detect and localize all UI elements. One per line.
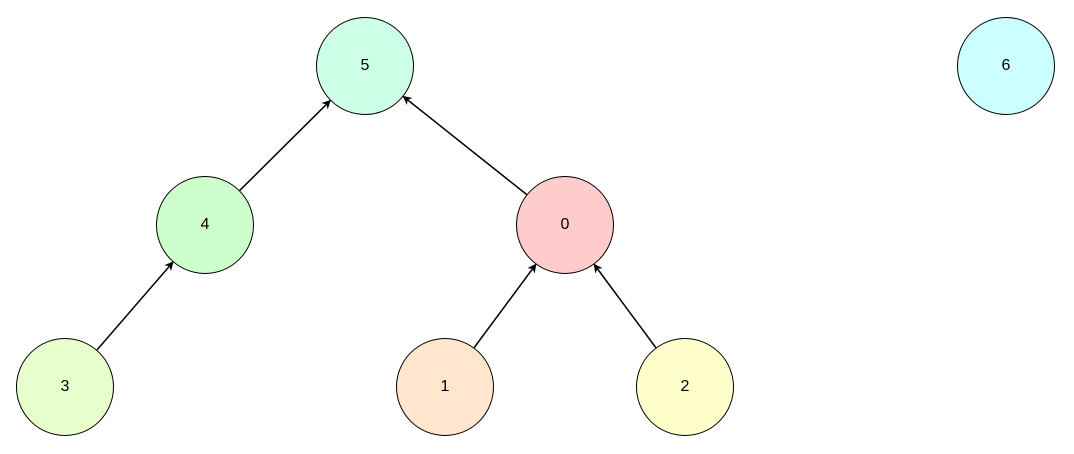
node-label: 4 bbox=[200, 216, 210, 233]
node-label: 0 bbox=[560, 216, 570, 233]
edge-4-to-5 bbox=[239, 99, 331, 191]
node-label: 6 bbox=[1001, 57, 1011, 74]
node-label: 1 bbox=[440, 378, 450, 395]
edge-2-to-0 bbox=[593, 263, 657, 349]
node-label: 2 bbox=[680, 378, 690, 395]
node-4: 4 bbox=[156, 176, 254, 274]
node-5: 5 bbox=[316, 17, 414, 115]
node-1: 1 bbox=[396, 338, 494, 436]
node-label: 5 bbox=[360, 57, 370, 74]
edge-0-to-5 bbox=[402, 95, 528, 196]
node-2: 2 bbox=[636, 338, 734, 436]
edge-1-to-0 bbox=[473, 263, 537, 349]
node-0: 0 bbox=[516, 176, 614, 274]
node-3: 3 bbox=[16, 338, 114, 436]
edge-3-to-4 bbox=[96, 261, 174, 351]
node-label: 3 bbox=[60, 378, 70, 395]
node-6: 6 bbox=[957, 17, 1055, 115]
